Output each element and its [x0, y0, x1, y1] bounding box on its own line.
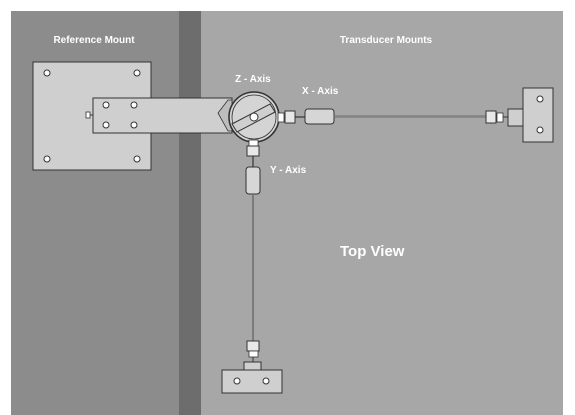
end-mount-hole — [536, 95, 544, 103]
y-axis-label: Y - Axis — [270, 165, 307, 176]
x-axis-transducer — [277, 108, 508, 125]
mounting-arm — [85, 97, 233, 134]
arm-hole — [130, 121, 138, 129]
end-mount-hole — [233, 377, 241, 385]
transducer-side-panel — [201, 11, 563, 415]
y-axis-transducer — [245, 139, 261, 362]
view-label: Top View — [340, 243, 405, 260]
z-axis-label: Z - Axis — [235, 74, 271, 85]
y-axis-end-mount — [221, 361, 283, 394]
arm-hole — [102, 121, 110, 129]
arm-hole — [130, 101, 138, 109]
arm-hole — [102, 101, 110, 109]
end-mount-hole — [536, 126, 544, 134]
end-mount-hole — [262, 377, 270, 385]
reference-mount-label: Reference Mount — [53, 35, 135, 46]
divider-wall — [179, 11, 201, 415]
mount-hole — [133, 69, 141, 77]
x-axis-end-mount — [507, 87, 554, 143]
transducer-mounts-label: Transducer Mounts — [340, 35, 433, 46]
mount-hole — [43, 69, 51, 77]
x-axis-label: X - Axis — [302, 86, 339, 97]
z-axis-rotary-mount — [228, 91, 280, 143]
mount-hole — [133, 155, 141, 163]
mount-hole — [43, 155, 51, 163]
